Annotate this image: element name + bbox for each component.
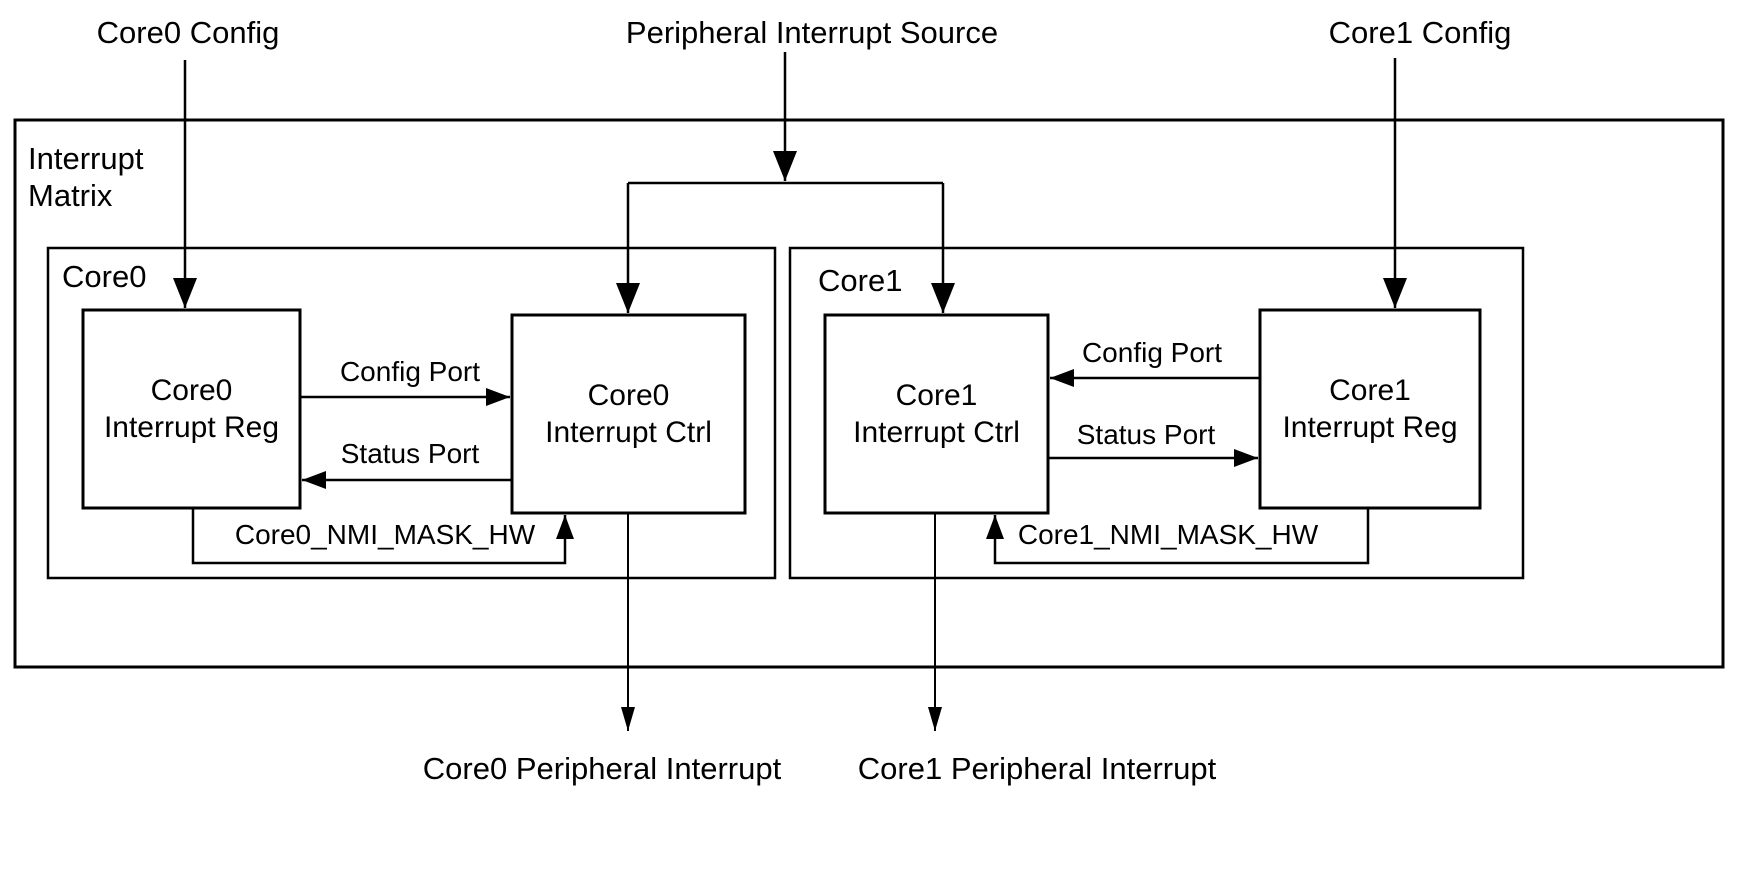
core1-interrupt-ctrl-label: Core1 Interrupt Ctrl [853, 378, 1020, 450]
core1-status-port-label: Status Port [1076, 419, 1216, 450]
core0-config-port-label: Config Port [339, 356, 481, 387]
core0-interrupt-reg-label: Core0 Interrupt Reg [103, 373, 280, 445]
interrupt-matrix-box [13, 118, 1725, 669]
peripheral-interrupt-source-label: Peripheral Interrupt Source [625, 15, 999, 50]
core1-group-label: Core1 [818, 263, 903, 298]
core0-interrupt-ctrl-label: Core0 Interrupt Ctrl [545, 378, 712, 450]
core0-nmi-mask-label: Core0_NMI_MASK_HW [234, 519, 536, 550]
core1-group-box [788, 246, 1525, 580]
core1-config-label: Core1 Config [1328, 15, 1512, 50]
core0-group-box [46, 246, 777, 580]
core0-status-port-label: Status Port [340, 438, 480, 469]
core1-interrupt-reg-box [1258, 308, 1482, 510]
core1-nmi-mask-arrow [986, 508, 1370, 565]
core0-config-label: Core0 Config [96, 15, 280, 50]
core0-peripheral-interrupt-label: Core0 Peripheral Interrupt [422, 751, 782, 786]
core1-config-port-label: Config Port [1081, 337, 1223, 368]
interrupt-matrix-label: Interrupt Matrix [28, 141, 144, 214]
core0-group-label: Core0 [62, 259, 147, 294]
core1-interrupt-reg-label: Core1 Interrupt Reg [1282, 373, 1458, 445]
core1-interrupt-ctrl-box [823, 313, 1050, 515]
core0-interrupt-reg-box [81, 308, 302, 510]
core1-peripheral-interrupt-label: Core1 Peripheral Interrupt [857, 751, 1217, 786]
core1-nmi-mask-label: Core1_NMI_MASK_HW [1017, 519, 1319, 550]
core0-nmi-mask-arrow [191, 508, 574, 565]
